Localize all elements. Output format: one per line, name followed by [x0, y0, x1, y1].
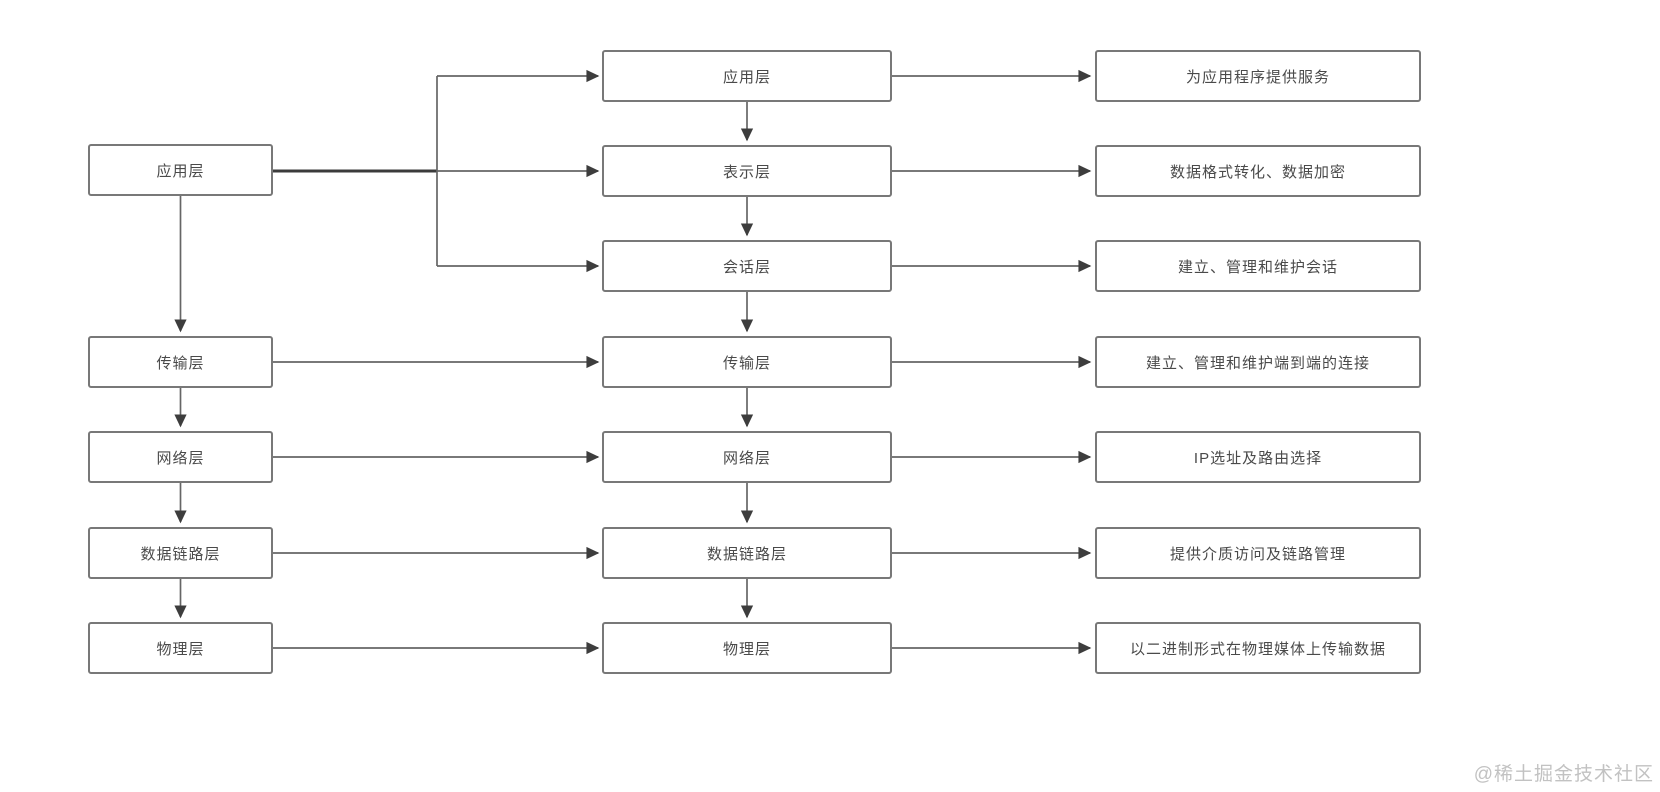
node-osi-datalink-layer: 数据链路层	[602, 527, 892, 579]
branch-from-left-application	[273, 69, 600, 273]
node-osi-application-layer: 应用层	[602, 50, 892, 102]
node-osi-presentation-layer: 表示层	[602, 145, 892, 197]
juejin-watermark: @稀土掘金技术社区	[1473, 764, 1654, 785]
node-desc-application: 为应用程序提供服务	[1095, 50, 1421, 102]
node-left-application-layer: 应用层	[88, 144, 273, 196]
node-left-physical-layer: 物理层	[88, 622, 273, 674]
node-osi-session-layer: 会话层	[602, 240, 892, 292]
node-desc-presentation: 数据格式转化、数据加密	[1095, 145, 1421, 197]
node-osi-physical-layer: 物理层	[602, 622, 892, 674]
node-left-network-layer: 网络层	[88, 431, 273, 483]
middle-to-right-arrows	[892, 69, 1092, 655]
node-desc-session: 建立、管理和维护会话	[1095, 240, 1421, 292]
left-to-middle-arrows	[273, 355, 600, 655]
node-desc-physical: 以二进制形式在物理媒体上传输数据	[1095, 622, 1421, 674]
node-left-transport-layer: 传输层	[88, 336, 273, 388]
node-osi-transport-layer: 传输层	[602, 336, 892, 388]
node-desc-transport: 建立、管理和维护端到端的连接	[1095, 336, 1421, 388]
node-osi-network-layer: 网络层	[602, 431, 892, 483]
node-desc-network: IP选址及路由选择	[1095, 431, 1421, 483]
node-left-datalink-layer: 数据链路层	[88, 527, 273, 579]
node-desc-datalink: 提供介质访问及链路管理	[1095, 527, 1421, 579]
